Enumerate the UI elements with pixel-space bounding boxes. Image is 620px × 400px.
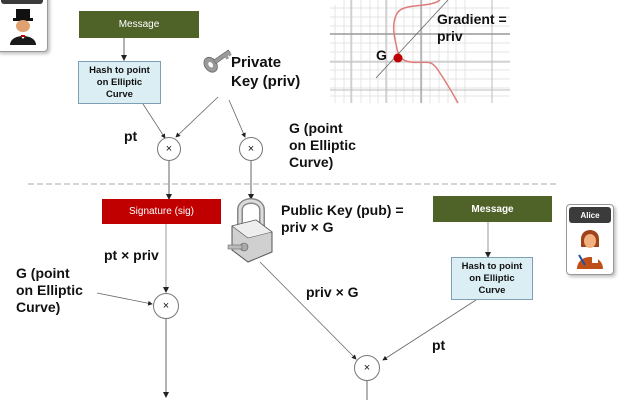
multiply-node-1: ×	[157, 137, 181, 161]
signature-label: Signature (sig)	[128, 206, 195, 217]
verifier-message-label: Message	[471, 203, 514, 215]
multiply-node-3: ×	[153, 293, 179, 319]
multiply-node-2: ×	[239, 137, 263, 161]
verifier-hash-box: Hash to point on Elliptic Curve	[451, 257, 533, 300]
g-point-marker	[393, 53, 403, 63]
elliptic-curve-graph	[330, 0, 510, 104]
key-icon	[203, 49, 232, 73]
hash-line: Curve	[478, 284, 506, 296]
verifier-message-box: Message	[433, 196, 552, 222]
signer-hash-box: Hash to point on Elliptic Curve	[78, 61, 161, 104]
alice-card-header: Alice	[569, 207, 611, 223]
pt-times-priv-label: pt × priv	[104, 247, 159, 263]
g-point-label: G	[376, 47, 387, 63]
g-point-description-bottom: G (point on Elliptic Curve)	[16, 265, 83, 315]
pt-label-top: pt	[124, 128, 138, 144]
signer-card-header	[1, 0, 43, 4]
hash-line: Curve	[106, 88, 133, 100]
signer-message-box: Message	[79, 11, 199, 38]
hash-line: Hash to point	[89, 64, 150, 76]
hash-line: on Elliptic	[96, 76, 143, 88]
tangent-line	[375, 0, 449, 79]
signer-card	[0, 0, 48, 52]
hash-line: Hash to point	[461, 260, 523, 272]
private-key-label: Private Key (priv)	[231, 54, 301, 90]
alice-avatar-icon	[577, 230, 603, 269]
g-point-description-top: G (point on Elliptic Curve)	[289, 120, 356, 170]
padlock-icon	[227, 198, 273, 263]
signer-message-label: Message	[118, 19, 160, 30]
signature-box: Signature (sig)	[102, 199, 221, 224]
pt-label-bottom: pt	[432, 337, 446, 353]
gradient-label: Gradient = priv	[437, 11, 507, 44]
public-key-label: Public Key (pub) = priv × G	[281, 202, 404, 235]
multiply-node-4: ×	[354, 355, 380, 381]
priv-times-g-label: priv × G	[306, 284, 359, 300]
gentleman-avatar-icon	[10, 9, 36, 45]
alice-card: Alice	[566, 204, 614, 275]
hash-line: on Elliptic	[469, 272, 515, 284]
